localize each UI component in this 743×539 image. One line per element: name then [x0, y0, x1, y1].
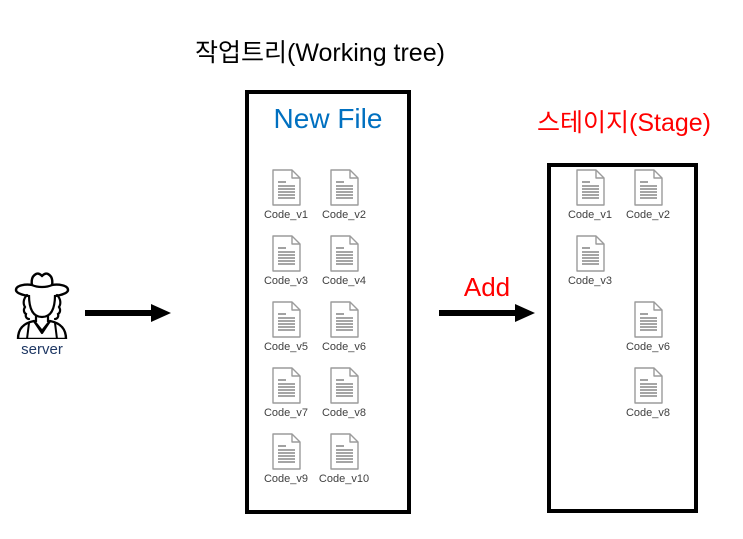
file-label: Code_v1 — [567, 209, 613, 221]
file-label: Code_v6 — [321, 341, 367, 353]
file-item[interactable]: Code_v2 — [306, 169, 382, 221]
file-label: Code_v9 — [263, 473, 309, 485]
stage-box — [547, 163, 698, 513]
document-icon — [329, 301, 359, 338]
document-icon — [329, 169, 359, 206]
file-item[interactable]: Code_v8 — [610, 367, 686, 419]
file-item[interactable]: Code_v1 — [248, 169, 324, 221]
document-icon — [633, 367, 663, 404]
file-item[interactable]: Code_v6 — [610, 301, 686, 353]
file-item[interactable]: Code_v4 — [306, 235, 382, 287]
file-label: Code_v4 — [321, 275, 367, 287]
file-label: Code_v1 — [263, 209, 309, 221]
document-icon — [271, 169, 301, 206]
file-item[interactable]: Code_v9 — [248, 433, 324, 485]
file-label: Code_v8 — [625, 407, 671, 419]
file-item[interactable]: Code_v2 — [610, 169, 686, 221]
server-label: server — [21, 341, 63, 358]
new-file-label: New File — [273, 103, 383, 134]
file-label: Code_v10 — [318, 473, 370, 485]
file-item[interactable]: Code_v7 — [248, 367, 324, 419]
file-label: Code_v5 — [263, 341, 309, 353]
file-label: Code_v6 — [625, 341, 671, 353]
document-icon — [329, 367, 359, 404]
file-item[interactable]: Code_v10 — [306, 433, 382, 485]
document-icon — [271, 433, 301, 470]
file-label: Code_v3 — [567, 275, 613, 287]
arrow-right-icon — [85, 304, 171, 322]
document-icon — [271, 367, 301, 404]
add-arrow-label: Add — [463, 272, 511, 302]
cowboy-person-icon — [14, 272, 70, 339]
server-to-working-arrow — [83, 300, 173, 331]
file-item[interactable]: Code_v6 — [306, 301, 382, 353]
file-label: Code_v3 — [263, 275, 309, 287]
file-label: Code_v7 — [263, 407, 309, 419]
file-item[interactable]: Code_v8 — [306, 367, 382, 419]
stage-title: 스테이지(Stage) — [537, 109, 711, 137]
document-icon — [575, 235, 605, 272]
file-item[interactable]: Code_v3 — [552, 235, 628, 287]
document-icon — [271, 301, 301, 338]
working-tree-title: 작업트리(Working tree) — [195, 39, 445, 67]
document-icon — [329, 235, 359, 272]
file-label: Code_v2 — [321, 209, 367, 221]
document-icon — [271, 235, 301, 272]
file-label: Code_v8 — [321, 407, 367, 419]
document-icon — [575, 169, 605, 206]
file-item[interactable]: Code_v1 — [552, 169, 628, 221]
document-icon — [633, 169, 663, 206]
arrow-right-icon — [439, 304, 535, 322]
file-label: Code_v2 — [625, 209, 671, 221]
document-icon — [329, 433, 359, 470]
file-item[interactable]: Code_v5 — [248, 301, 324, 353]
working-to-stage-arrow — [437, 300, 537, 331]
server-actor: server — [8, 271, 76, 358]
document-icon — [633, 301, 663, 338]
file-item[interactable]: Code_v3 — [248, 235, 324, 287]
